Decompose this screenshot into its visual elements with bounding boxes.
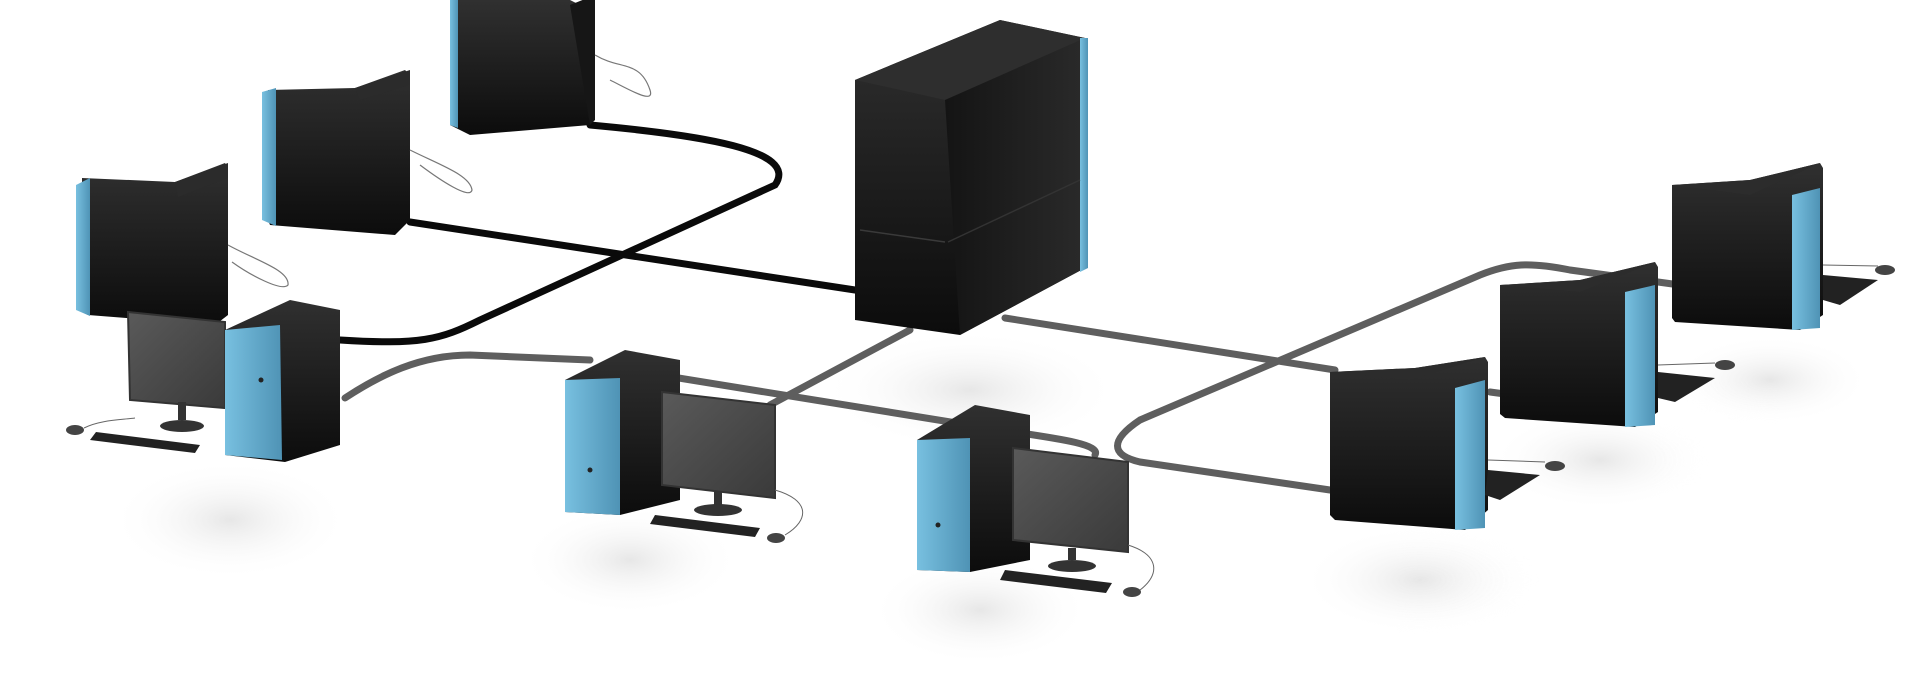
central-server — [855, 20, 1088, 335]
workstation-right-middle — [1500, 262, 1735, 427]
workstation-front-left — [66, 300, 340, 462]
workstation-top — [450, 0, 652, 135]
workstation-front-middle — [565, 350, 803, 543]
workstation-right-far — [1672, 163, 1895, 330]
workstation-upper-left — [262, 70, 473, 235]
workstation-left — [76, 163, 289, 325]
workstation-right-front — [1330, 357, 1565, 530]
floor-reflections — [110, 330, 1870, 665]
workstation-front-center — [917, 405, 1155, 597]
black-cables — [336, 121, 859, 346]
